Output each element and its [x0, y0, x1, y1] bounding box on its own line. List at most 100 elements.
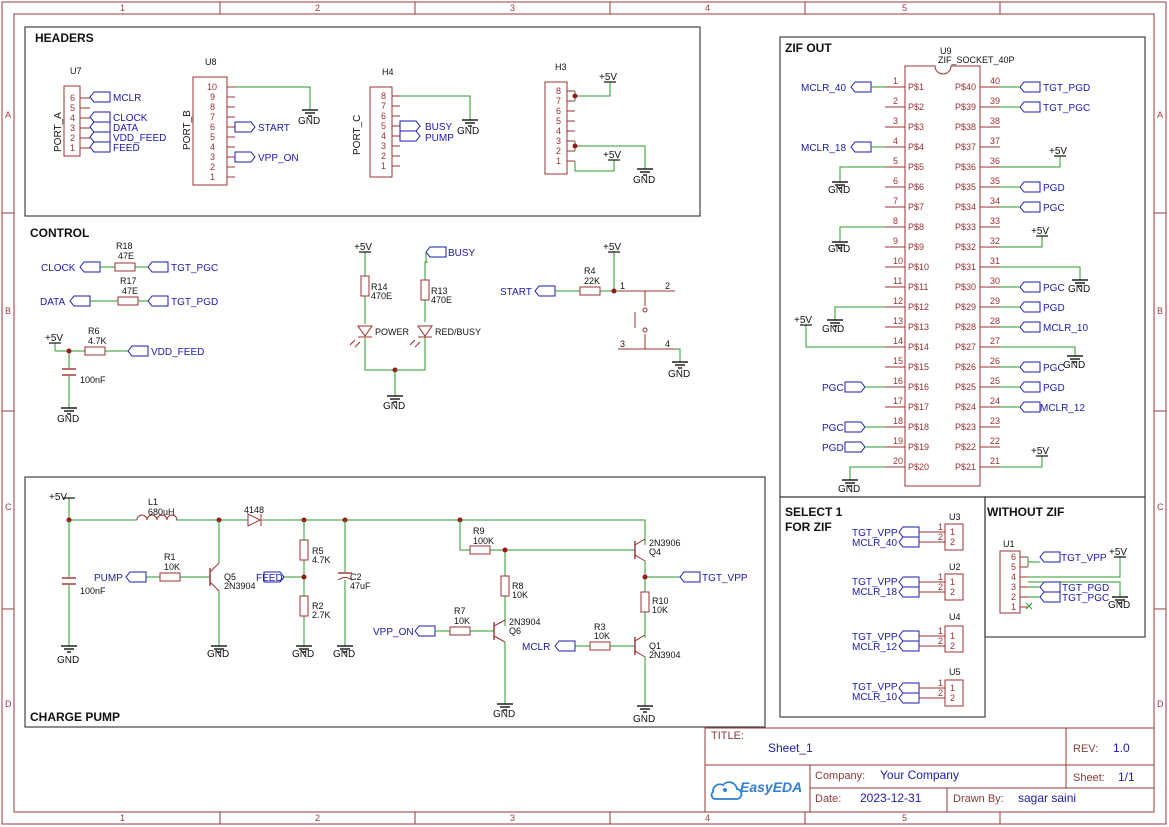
svg-text:2: 2: [210, 162, 215, 172]
header-u7: U7 PORT_A 6 5 4 3 2 1 MCLR CLOCK DATA VD…: [53, 66, 166, 157]
svg-text:MCLR_18: MCLR_18: [852, 587, 897, 598]
svg-text:TGT_PGC: TGT_PGC: [1043, 103, 1090, 114]
zif-pin-num-27: 27: [990, 336, 1000, 346]
without-zif-box: [984, 496, 1146, 638]
select-jumpers: U3 TGT_VPP MCLR_40 12 12 U2 TGT_VPP MCLR…: [852, 512, 964, 707]
svg-text:1: 1: [620, 281, 625, 291]
c2-val: 47uF: [350, 581, 371, 591]
r17-val: 47E: [122, 286, 138, 296]
h4-ref: H4: [382, 67, 394, 77]
zif-pin-num-40: 40: [990, 76, 1000, 86]
zif-left-nets: MCLR_40 MCLR_18 PGC PGC PGD GND GND GND …: [794, 81, 885, 495]
zif-pin-label-9: P$9: [908, 242, 924, 252]
c2-ref: C2: [350, 572, 362, 582]
zone-col-1-bottom: 1: [120, 813, 125, 823]
zif-pin-num-4: 4: [893, 136, 898, 146]
control-leds: +5V R14 470E R13 470E POWER RED/BUSY GND…: [349, 242, 481, 412]
cp-net-feed: FEED: [256, 573, 283, 584]
zone-row-c: C: [5, 502, 12, 512]
u7-name: PORT_A: [53, 112, 64, 152]
zone-row-b: B: [5, 306, 11, 316]
zif-pin-num-1: 1: [893, 76, 898, 86]
svg-text:GND: GND: [207, 649, 229, 660]
zif-socket: U9 ZIF_SOCKET_40P 1P$140P$402P$239P$393P…: [794, 46, 1090, 495]
zif-pin-label-40: P$40: [955, 82, 976, 92]
svg-text:PGD: PGD: [1043, 383, 1065, 394]
zif-net-pgd-19: PGD: [822, 443, 844, 454]
svg-text:6: 6: [381, 111, 386, 121]
header-h4: H4 PORT_C 8 7 6 5 4 3 2 1 GND BUSY PUMP: [352, 67, 479, 178]
svg-text:7: 7: [381, 101, 386, 111]
sheet-label: Sheet:: [1073, 772, 1105, 784]
sheet-value: 1/1: [1118, 770, 1135, 784]
zif-pin-label-11: P$11: [908, 282, 928, 292]
zone-labels: 1 2 3 4 5 1 2 3 4 5 A B C D A B C D: [5, 3, 1164, 823]
zif-pin-label-34: P$34: [955, 202, 976, 212]
jumper-u2: U2 TGT_VPP MCLR_18 12 12: [852, 562, 964, 601]
svg-text:5: 5: [556, 116, 561, 126]
r18-val: 47E: [118, 251, 134, 261]
svg-text:2: 2: [1011, 592, 1016, 602]
zif-pin-num-12: 12: [893, 296, 903, 306]
u7-net-mclr: MCLR: [113, 93, 141, 104]
easyeda-logo-text: EasyEDA: [740, 779, 802, 795]
svg-text:U3: U3: [949, 512, 961, 522]
zif-pin-num-31: 31: [990, 256, 1000, 266]
date-value: 2023-12-31: [860, 791, 922, 805]
svg-text:TGT_VPP: TGT_VPP: [852, 682, 898, 693]
svg-text:U4: U4: [949, 612, 961, 622]
control-data-line: DATA R17 47E TGT_PGD: [40, 276, 218, 308]
zif-pin-label-28: P$28: [955, 322, 976, 332]
svg-text:1: 1: [210, 172, 215, 182]
control-start-switch: START R4 22K +5V 1 2 3 4 GND: [500, 242, 690, 380]
svg-text:1: 1: [938, 678, 943, 688]
svg-text:+5V: +5V: [354, 242, 372, 253]
zif-pin-label-36: P$36: [955, 162, 976, 172]
svg-text:3: 3: [1011, 582, 1016, 592]
q1-ref: Q1: [649, 641, 661, 651]
r3-val: 10K: [594, 631, 610, 641]
svg-text:GND: GND: [57, 414, 79, 425]
drawn-value: sagar saini: [1018, 791, 1076, 805]
zif-pin-num-3: 3: [893, 116, 898, 126]
svg-text:8: 8: [381, 91, 386, 101]
zif-pin-num-23: 23: [990, 416, 1000, 426]
svg-text:PGD: PGD: [1043, 183, 1065, 194]
svg-text:2: 2: [938, 636, 943, 646]
svg-text:7: 7: [210, 112, 215, 122]
ctrl-net-start: START: [500, 287, 532, 298]
zif-pin-label-23: P$23: [955, 422, 976, 432]
svg-text:2: 2: [950, 641, 955, 651]
zone-col-1: 1: [120, 3, 125, 13]
zif-pin-label-35: P$35: [955, 182, 976, 192]
without-zif-title: WITHOUT ZIF: [987, 505, 1064, 519]
zone-col-5: 5: [902, 3, 907, 13]
cp-net-mclr: MCLR: [522, 642, 550, 653]
h4-net-pump: PUMP: [425, 133, 454, 144]
svg-text:GND: GND: [57, 655, 79, 666]
charge-pump-circuit: +5V L1 680uH 4148 100nF GND PUMP R1 10K …: [49, 492, 748, 725]
u7-net-clock: CLOCK: [113, 113, 148, 124]
led-busy-label: RED/BUSY: [435, 327, 481, 337]
zif-out-title: ZIF OUT: [785, 41, 832, 55]
zif-pin-label-22: P$22: [955, 442, 976, 452]
svg-text:+5V: +5V: [603, 150, 621, 161]
zif-pin-label-17: P$17: [908, 402, 929, 412]
svg-text:GND: GND: [822, 324, 844, 335]
r13-ref: R13: [431, 286, 448, 296]
svg-text:2: 2: [938, 582, 943, 592]
title-block: TITLE: Sheet_1 REV: 1.0 Company: Your Co…: [704, 727, 1155, 813]
svg-text:+5V: +5V: [1109, 547, 1127, 558]
zif-pin-num-16: 16: [893, 376, 903, 386]
zif-pin-label-15: P$15: [908, 362, 929, 372]
zone-row-b-right: B: [1157, 306, 1163, 316]
svg-text:PGC: PGC: [1043, 363, 1065, 374]
u9-ref: U9: [940, 46, 952, 56]
zif-pin-num-33: 33: [990, 216, 1000, 226]
r3-ref: R3: [594, 622, 606, 632]
ctrl-net-tgt-pgd: TGT_PGD: [171, 297, 218, 308]
zif-pin-num-2: 2: [893, 96, 898, 106]
svg-text:+5V: +5V: [794, 315, 812, 326]
ctrl-net-data: DATA: [40, 297, 66, 308]
svg-text:2: 2: [556, 146, 561, 156]
